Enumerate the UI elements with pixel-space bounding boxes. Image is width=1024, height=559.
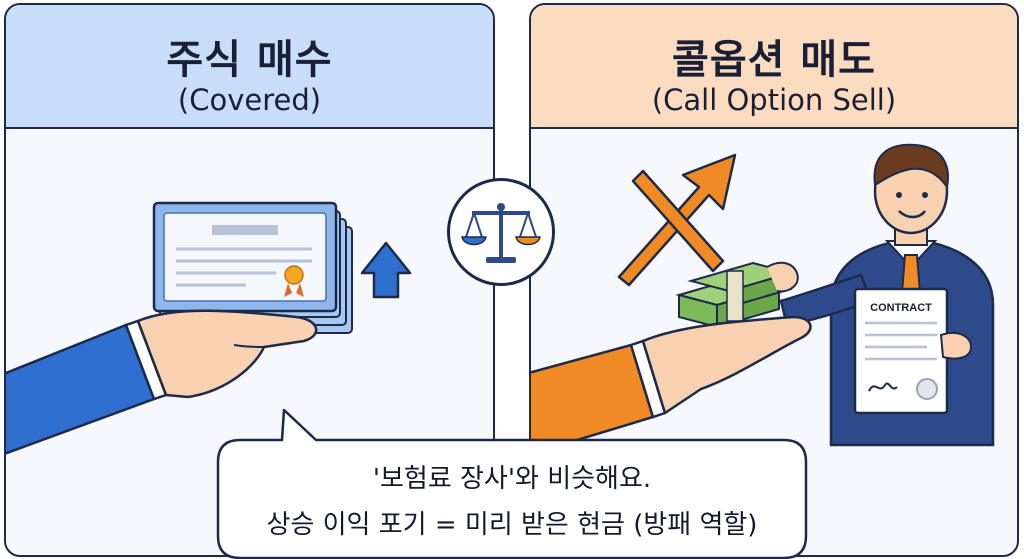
bubble-line-2: 상승 이익 포기 = 미리 받은 현금 (방패 역할): [220, 504, 804, 541]
capped-upside-arrow-icon: [619, 155, 735, 285]
hand-holding-icon: [6, 311, 316, 457]
bubble-line-1: '보험료 장사'와 비슷해요.: [220, 458, 804, 495]
contract-label: CONTRACT: [870, 302, 932, 314]
balance-scale-icon: [447, 178, 555, 286]
arrow-up-icon: [362, 243, 410, 297]
hand-receiving-icon: [531, 317, 810, 457]
